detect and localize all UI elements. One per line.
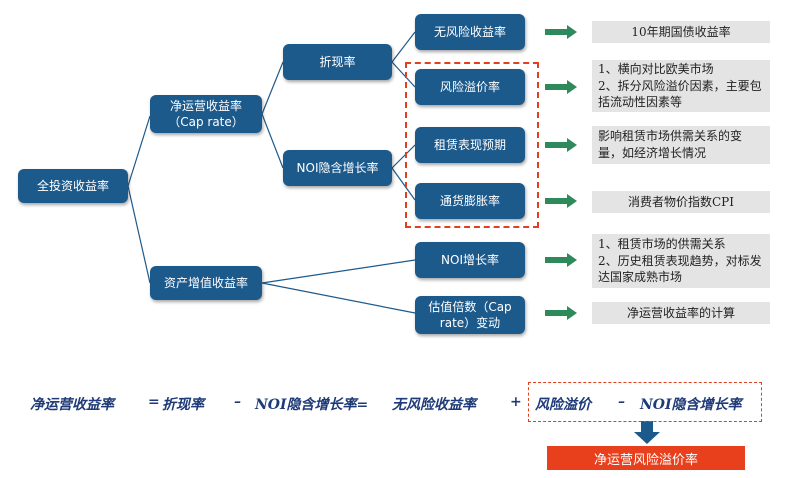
- arrow-inflation: [545, 194, 577, 208]
- note-risk-premium: 1、横向对比欧美市场 2、拆分风险溢价因素，主要包括流动性因素等: [592, 60, 770, 112]
- node-inflation: 通货膨胀率: [415, 183, 525, 219]
- node-noi-implied-growth-label: NOI隐含增长率: [296, 160, 379, 175]
- note-rent: 影响租赁市场供需关系的变量，如经济增长情况: [592, 126, 770, 164]
- node-cap-rate: 净运营收益率 （Cap rate）: [150, 95, 262, 133]
- arrow-premium: [545, 80, 577, 94]
- result-box: 净运营风险溢价率: [547, 446, 745, 470]
- connector-noi-inflation: [391, 167, 416, 201]
- note-risk-free-text: 10年期国债收益率: [631, 24, 731, 39]
- node-discount-rate: 折现率: [283, 44, 392, 80]
- formula-minus-2: –: [618, 394, 625, 410]
- formula-term-discount: 折现率: [162, 397, 204, 413]
- connector-asset-valuation: [261, 282, 416, 314]
- arrow-noigrowth: [545, 253, 577, 267]
- risk-premium-highlight-box: [405, 62, 539, 228]
- note-inflation: 消费者物价指数CPI: [592, 191, 770, 213]
- node-risk-premium: 风险溢价率: [415, 69, 525, 105]
- note-risk-premium-text-1: 1、横向对比欧美市场: [598, 61, 714, 76]
- node-risk-free-rate: 无风险收益率: [415, 14, 525, 50]
- formula-equals: =: [148, 394, 160, 410]
- result-label: 净运营风险溢价率: [593, 452, 698, 468]
- note-valuation: 净运营收益率的计算: [592, 302, 770, 324]
- note-risk-free: 10年期国债收益率: [592, 21, 770, 43]
- formula-plus: +: [510, 394, 522, 410]
- node-risk-premium-label: 风险溢价率: [439, 79, 500, 94]
- node-rent-expectation: 租赁表现预期: [415, 127, 525, 163]
- connector-root-asset: [127, 185, 151, 284]
- node-risk-free-rate-label: 无风险收益率: [433, 24, 506, 39]
- note-noi-growth-text-1: 1、租赁市场的供需关系: [598, 236, 726, 251]
- node-noi-growth: NOI增长率: [415, 242, 525, 278]
- node-asset-appreciation-label: 资产增值收益率: [163, 275, 248, 290]
- connector-discount-riskfree: [391, 31, 416, 63]
- formula-lhs: 净运营收益率: [30, 397, 114, 413]
- arrow-valuation: [545, 306, 577, 320]
- node-noi-growth-label: NOI增长率: [441, 252, 499, 267]
- arrow-riskfree: [545, 25, 577, 39]
- note-risk-premium-text-2: 2、拆分风险溢价因素，主要包括流动性因素等: [598, 78, 762, 110]
- arrow-rent: [545, 138, 577, 152]
- node-discount-rate-label: 折现率: [319, 54, 356, 69]
- note-noi-growth: 1、租赁市场的供需关系 2、历史租赁表现趋势，对标发达国家成熟市场: [592, 234, 770, 288]
- note-rent-text: 影响租赁市场供需关系的变量，如经济增长情况: [598, 129, 743, 160]
- node-cap-rate-label-1: 净运营收益率: [169, 98, 242, 113]
- connector-discount-premium: [391, 61, 416, 88]
- connector-root-caprate: [127, 115, 151, 187]
- formula-highlight-box: [528, 382, 762, 422]
- connector-caprate-noi: [261, 113, 284, 169]
- formula-term-noi-2: NOI隐含增长率: [640, 397, 742, 413]
- note-inflation-text: 消费者物价指数CPI: [628, 194, 734, 209]
- formula-minus-1: –: [234, 394, 241, 410]
- down-arrow: [634, 421, 660, 444]
- node-total-return-label: 全投资收益率: [36, 178, 109, 193]
- node-valuation-multiple: 估值倍数（Cap rate）变动: [415, 296, 525, 334]
- node-total-return: 全投资收益率: [18, 169, 128, 203]
- node-valuation-multiple-label-1: 估值倍数（Cap: [428, 299, 512, 314]
- formula-term-premium: 风险溢价: [535, 397, 591, 413]
- connector-caprate-discount: [261, 61, 284, 115]
- node-cap-rate-label-2: （Cap rate）: [168, 115, 244, 129]
- node-inflation-label: 通货膨胀率: [439, 193, 500, 208]
- connector-asset-noigrowth: [261, 259, 416, 284]
- node-asset-appreciation: 资产增值收益率: [150, 266, 262, 300]
- node-rent-expectation-label: 租赁表现预期: [433, 137, 506, 152]
- note-valuation-text: 净运营收益率的计算: [626, 305, 735, 320]
- formula-term-noi: NOI隐含增长率=: [255, 397, 369, 413]
- note-noi-growth-text-2: 2、历史租赁表现趋势，对标发达国家成熟市场: [598, 253, 762, 285]
- node-noi-implied-growth: NOI隐含增长率: [283, 150, 392, 186]
- node-valuation-multiple-label-2: rate）变动: [439, 316, 501, 330]
- formula-term-riskfree: 无风险收益率: [392, 397, 476, 413]
- connector-noi-rent: [391, 144, 416, 169]
